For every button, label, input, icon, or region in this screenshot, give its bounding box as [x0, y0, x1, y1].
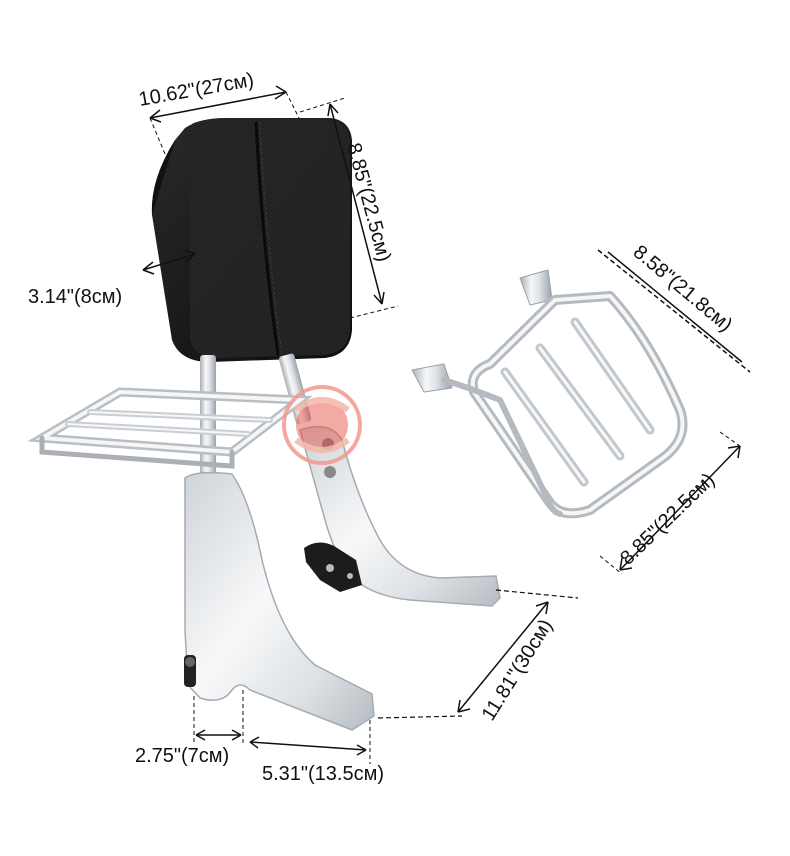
- right-side-plate: [299, 425, 501, 607]
- label-backrest-thickness: 3.14"(8см): [28, 286, 122, 308]
- left-side-plate: [184, 471, 375, 731]
- backrest-upright: [200, 353, 312, 475]
- luggage-rack-main: [27, 387, 313, 469]
- logo-watermark-icon: [282, 385, 362, 465]
- label-upright-height: 11.81"(30см): [478, 615, 558, 724]
- docking-latch: [304, 542, 362, 592]
- backrest-pad: [151, 118, 352, 362]
- label-backrest-width: 10.62"(27см): [137, 69, 256, 111]
- dimension-lines: [142, 85, 751, 764]
- label-mount-span: 5.31"(13.5см): [262, 763, 384, 785]
- luggage-rack-detached: [411, 269, 688, 519]
- label-mount-gap: 2.75"(7см): [135, 745, 229, 767]
